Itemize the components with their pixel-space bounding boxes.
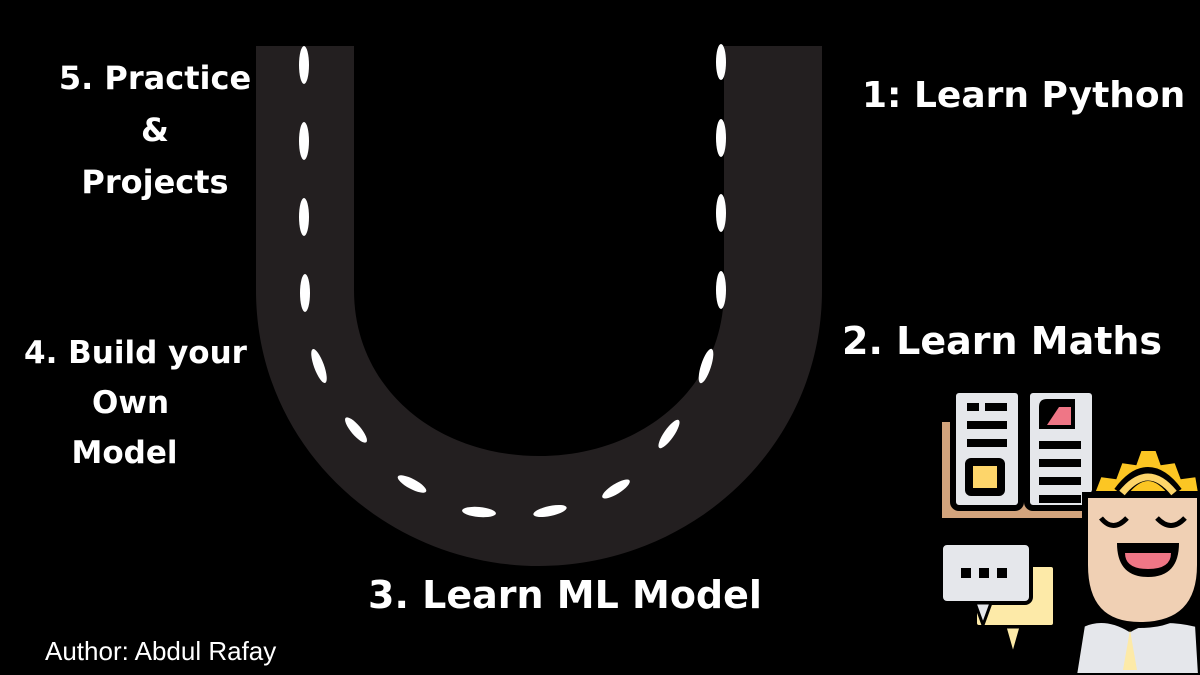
- chat-bubble-icon: [939, 541, 1057, 661]
- open-book-icon: [938, 387, 1100, 522]
- learning-person-icon: [938, 387, 1200, 675]
- step-3-label: 3. Learn ML Model: [368, 573, 762, 617]
- step-5-line-1: 5. Practice: [58, 59, 252, 97]
- step-5-line-3: Projects: [81, 163, 229, 201]
- step-4-line-1: 4. Build your: [24, 335, 247, 371]
- step-1-label: 1: Learn Python: [862, 75, 1186, 116]
- step-5-line-2: &: [141, 111, 169, 149]
- step-2-label: 2. Learn Maths: [842, 319, 1163, 363]
- smiling-head-icon: [1072, 447, 1200, 675]
- step-5-label: 5. Practice & Projects: [40, 52, 270, 208]
- step-4-line-2: Own: [91, 385, 170, 421]
- step-4-label: 4. Build your Own Model: [18, 328, 253, 478]
- lane-dashes: [299, 44, 726, 518]
- road-path: [256, 46, 822, 566]
- author-credit: Author: Abdul Rafay: [45, 636, 277, 666]
- step-4-line-3: Model: [71, 435, 178, 471]
